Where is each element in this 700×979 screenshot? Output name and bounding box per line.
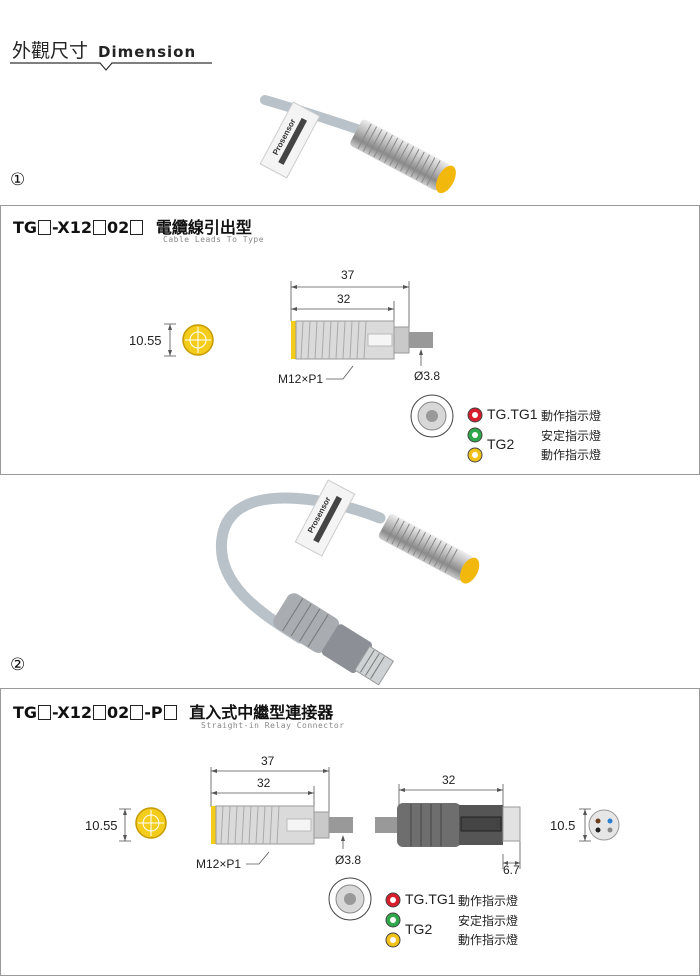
led-label-stable: 安定指示燈 (458, 914, 519, 928)
section-panel-1: TG -X12 02 電纜線引出型 Cable Leads To Type (0, 205, 700, 475)
dim-body-length: 32 (337, 292, 351, 306)
type-title-cn: 直入式中繼型連接器 (189, 703, 334, 722)
dim-thread: M12×P1 (278, 372, 324, 386)
led-group-tg1: TG.TG1 (405, 891, 456, 907)
section-panel-2: TG -X12 02 -P 直入式中繼型連接器 Straight-in Relay C… (0, 688, 700, 976)
dimension-drawing (119, 767, 620, 948)
model-title: TG -X12 02 電纜線引出型 (13, 214, 252, 238)
model-placeholder-box (92, 220, 106, 235)
led-label-stable: 安定指示燈 (541, 429, 602, 443)
model-placeholder-box (92, 705, 106, 720)
model-part: 02 (106, 703, 130, 722)
model-part: 02 (106, 218, 130, 237)
model-placeholder-box (163, 705, 177, 720)
dim-connector-tip: 6.7 (503, 863, 520, 877)
type-subtitle-en: Straight-in Relay Connector (201, 721, 345, 730)
led-label-action: 動作指示燈 (458, 894, 519, 908)
dim-connector-length: 32 (442, 773, 456, 787)
type-title-cn: 電纜線引出型 (155, 218, 252, 237)
model-part: -X12 (52, 703, 92, 722)
dim-face-diameter: 10.55 (129, 333, 162, 348)
dim-cable-diameter: Ø3.8 (414, 369, 441, 383)
model-placeholder-box (38, 220, 52, 235)
dim-connector-face: 10.5 (550, 818, 576, 833)
dimension-drawing (164, 281, 483, 463)
led-group-tg1: TG.TG1 (487, 406, 538, 422)
dim-total-length: 37 (341, 268, 355, 282)
header-title-cn: 外觀尺寸 (12, 40, 89, 62)
model-prefix: TG (13, 703, 38, 722)
section-number: ② (10, 655, 26, 675)
sensor-photo-1: Prosensor (259, 95, 456, 194)
dim-thread: M12×P1 (196, 857, 242, 871)
model-title: TG -X12 02 -P 直入式中繼型連接器 (13, 699, 333, 723)
model-part: -P (144, 703, 163, 722)
led-label-action: 動作指示燈 (458, 933, 519, 947)
header-underline (10, 62, 212, 71)
page-header: 外觀尺寸 Dimension (12, 36, 196, 63)
model-placeholder-box (38, 705, 52, 720)
type-subtitle-en: Cable Leads To Type (163, 235, 265, 244)
model-placeholder-box (130, 220, 144, 235)
dim-cable-diameter: Ø3.8 (335, 853, 362, 867)
led-label-action: 動作指示燈 (541, 409, 602, 423)
led-group-tg2: TG2 (405, 921, 433, 937)
led-label-action: 動作指示燈 (541, 448, 602, 462)
model-prefix: TG (13, 218, 38, 237)
dim-face-diameter: 10.55 (85, 818, 118, 833)
model-placeholder-box (130, 705, 144, 720)
dim-total-length: 37 (261, 754, 275, 768)
model-part: -X12 (52, 218, 92, 237)
led-group-tg2: TG2 (487, 436, 515, 452)
sensor-photo-2: Prosensor (215, 479, 480, 686)
section-number: ① (10, 170, 26, 190)
dim-body-length: 32 (257, 776, 271, 790)
header-title-en: Dimension (98, 43, 197, 61)
